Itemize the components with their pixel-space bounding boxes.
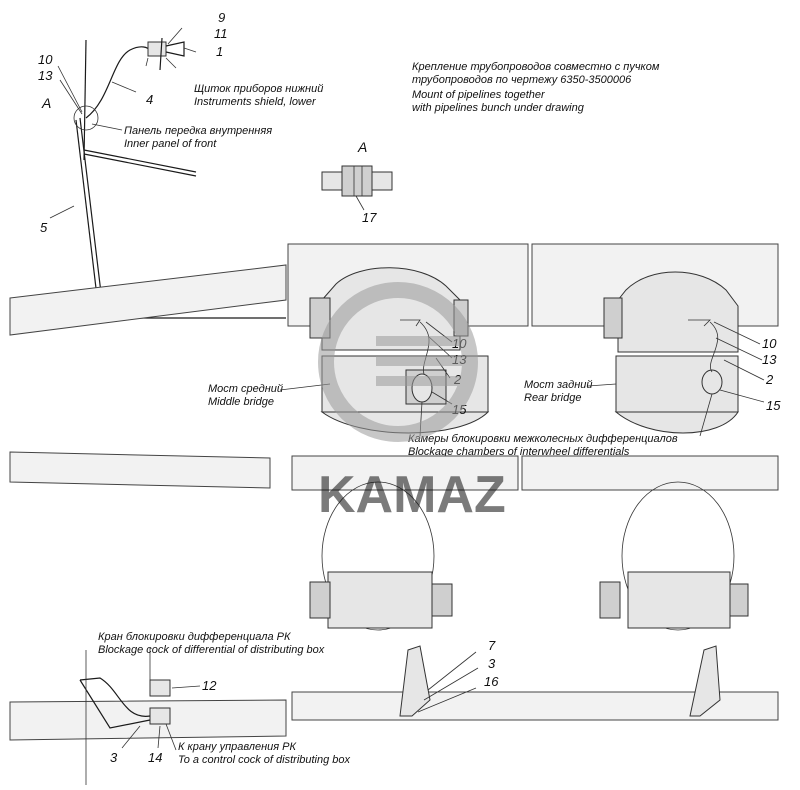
label-instruments-ru: Щиток приборов нижний — [194, 83, 323, 95]
label-mount-ru-2: трубопроводов по чертежу 6350-3500006 — [412, 74, 632, 86]
label-inner-panel-en: Inner panel of front — [124, 138, 217, 150]
label-mount-en-1: Mount of pipelines together — [412, 89, 546, 101]
label-control-ru: К крану управления РК — [178, 741, 297, 753]
callout-5: 5 — [40, 220, 48, 235]
callout-9: 9 — [218, 10, 225, 25]
instrument-shield-fitting — [147, 41, 167, 57]
label-cock-ru: Кран блокировки дифференциала РК — [98, 631, 291, 643]
callout-2-rear: 2 — [765, 372, 774, 387]
rear-bridge-view — [531, 243, 779, 434]
callout-16: 16 — [484, 674, 499, 689]
label-mount-ru-1: Крепление трубопроводов совместно с пучк… — [412, 61, 660, 73]
label-cock-en: Blockage cock of differential of distrib… — [98, 644, 325, 656]
label-chambers-ru: Камеры блокировки межколесных дифференци… — [408, 433, 678, 445]
label-middle-bridge-en: Middle bridge — [208, 396, 274, 408]
callout-13-rear: 13 — [762, 352, 777, 367]
label-instruments-en: Instruments shield, lower — [194, 96, 317, 108]
callout-13: 13 — [38, 68, 53, 83]
callout-11: 11 — [214, 26, 228, 41]
callout-15-rear: 15 — [766, 398, 781, 413]
blockage-cock — [149, 679, 171, 697]
detail-a-circle — [73, 105, 99, 131]
callout-12: 12 — [202, 678, 217, 693]
callout-4: 4 — [146, 92, 153, 107]
label-middle-bridge-ru: Мост средний — [208, 383, 283, 395]
label-rear-bridge-ru: Мост задний — [524, 379, 592, 391]
lower-frame-view — [9, 451, 779, 785]
callout-7: 7 — [488, 638, 496, 653]
kamaz-watermark: KAMAZ — [318, 282, 506, 524]
callout-14: 14 — [148, 750, 162, 765]
callout-3-right: 3 — [488, 656, 496, 671]
callout-1: 1 — [216, 44, 223, 59]
callout-17: 17 — [362, 210, 377, 225]
watermark-text: KAMAZ — [318, 466, 506, 524]
label-mount-en-2: with pipelines bunch under drawing — [412, 102, 585, 114]
detail-a-title: A — [357, 139, 367, 155]
label-chambers-en: Blockage chambers of interwheel differen… — [408, 446, 630, 458]
callout-10: 10 — [38, 52, 53, 67]
detail-view-a — [321, 165, 393, 211]
label-inner-panel-ru: Панель передка внутренняя — [124, 125, 272, 137]
callout-3-left: 3 — [110, 750, 118, 765]
blockage-chamber-rear — [701, 369, 723, 395]
detail-a-marker: A — [41, 95, 51, 111]
label-control-en: To a control cock of distributing box — [178, 754, 351, 766]
callout-10-rear: 10 — [762, 336, 777, 351]
cab-panel-view — [9, 27, 287, 336]
control-cock-fitting — [149, 707, 171, 725]
label-rear-bridge-en: Rear bridge — [524, 392, 581, 404]
